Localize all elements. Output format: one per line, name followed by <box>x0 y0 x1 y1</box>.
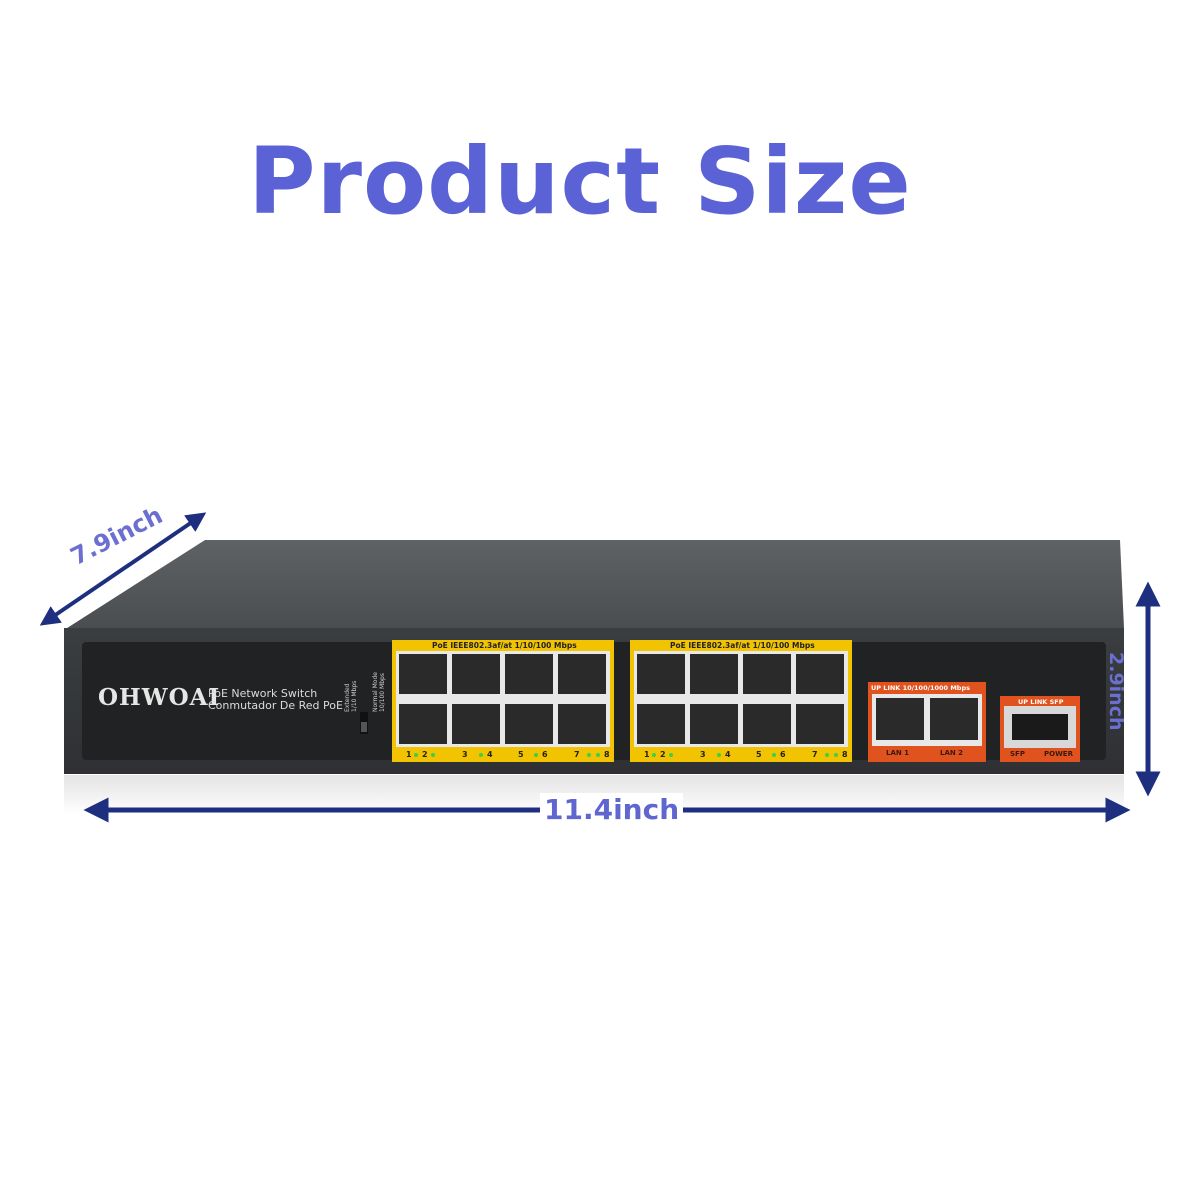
port-number: 6 <box>780 750 786 759</box>
brand-logo: OHWOAI <box>98 684 221 711</box>
port-number: 6 <box>542 750 548 759</box>
page-title: Product Size <box>248 128 912 235</box>
lan2-port[interactable] <box>930 698 978 740</box>
led-icon <box>825 753 829 757</box>
port-number: 8 <box>842 750 848 759</box>
led-icon <box>596 753 600 757</box>
power-label: POWER <box>1044 750 1073 758</box>
width-label: 11.4inch <box>540 793 684 826</box>
led-icon <box>479 753 483 757</box>
rj45-port[interactable] <box>399 654 447 694</box>
lan1-port[interactable] <box>876 698 924 740</box>
sfp-group-label: UP LINK SFP <box>1018 698 1064 706</box>
rj45-port[interactable] <box>743 654 791 694</box>
led-icon <box>534 753 538 757</box>
rj45-port[interactable] <box>743 704 791 744</box>
port-number: 2 <box>660 750 666 759</box>
rj45-port[interactable] <box>558 704 606 744</box>
lan1-label: LAN 1 <box>886 749 910 757</box>
rj45-port[interactable] <box>452 704 500 744</box>
rj45-port[interactable] <box>505 704 553 744</box>
uplink-label: UP LINK 10/100/1000 Mbps <box>871 684 970 692</box>
led-icon <box>834 753 838 757</box>
device-subtitle-en: PoE Network Switch <box>208 687 318 700</box>
poe-group-2-ports <box>637 654 844 744</box>
rj45-port[interactable] <box>690 704 738 744</box>
rj45-port[interactable] <box>399 704 447 744</box>
led-icon <box>717 753 721 757</box>
rj45-port[interactable] <box>558 654 606 694</box>
led-icon <box>772 753 776 757</box>
poe-group-1-ports <box>399 654 606 744</box>
rj45-port[interactable] <box>796 654 844 694</box>
port-number: 5 <box>756 750 762 759</box>
sfp-slot[interactable] <box>1012 714 1068 740</box>
depth-arrow <box>39 512 207 626</box>
height-label: 2.9inch <box>1105 652 1127 731</box>
port-number: 8 <box>604 750 610 759</box>
led-icon <box>587 753 591 757</box>
switch-label-normal-speed: 10/100 Mbps <box>379 673 386 712</box>
port-number: 3 <box>700 750 706 759</box>
led-icon <box>669 753 673 757</box>
switch-label-extended-speed: 1/10 Mbps <box>351 680 358 712</box>
led-icon <box>652 753 656 757</box>
port-number: 3 <box>462 750 468 759</box>
led-icon <box>431 753 435 757</box>
port-number: 4 <box>487 750 493 759</box>
rj45-port[interactable] <box>637 654 685 694</box>
rj45-port[interactable] <box>452 654 500 694</box>
port-number: 1 <box>406 750 412 759</box>
rj45-port[interactable] <box>505 654 553 694</box>
rj45-port[interactable] <box>637 704 685 744</box>
port-number: 4 <box>725 750 731 759</box>
switch-label-extended: Extended <box>344 683 351 713</box>
switch-label-normal: Normal Mode <box>372 672 379 712</box>
device-subtitle-es: Conmutador De Red PoE <box>208 699 343 712</box>
lan2-label: LAN 2 <box>940 749 964 757</box>
port-number: 1 <box>644 750 650 759</box>
port-number: 2 <box>422 750 428 759</box>
port-number: 7 <box>574 750 580 759</box>
mode-switch-knob <box>361 722 367 732</box>
led-icon <box>414 753 418 757</box>
rj45-port[interactable] <box>690 654 738 694</box>
rj45-port[interactable] <box>796 704 844 744</box>
device-top-face <box>64 540 1124 630</box>
port-number: 5 <box>518 750 524 759</box>
port-number: 7 <box>812 750 818 759</box>
port-leds <box>414 753 838 757</box>
sfp-label: SFP <box>1010 750 1025 758</box>
poe-group-2-label: PoE IEEE802.3af/at 1/10/100 Mbps <box>670 641 815 650</box>
poe-group-1-label: PoE IEEE802.3af/at 1/10/100 Mbps <box>432 641 577 650</box>
